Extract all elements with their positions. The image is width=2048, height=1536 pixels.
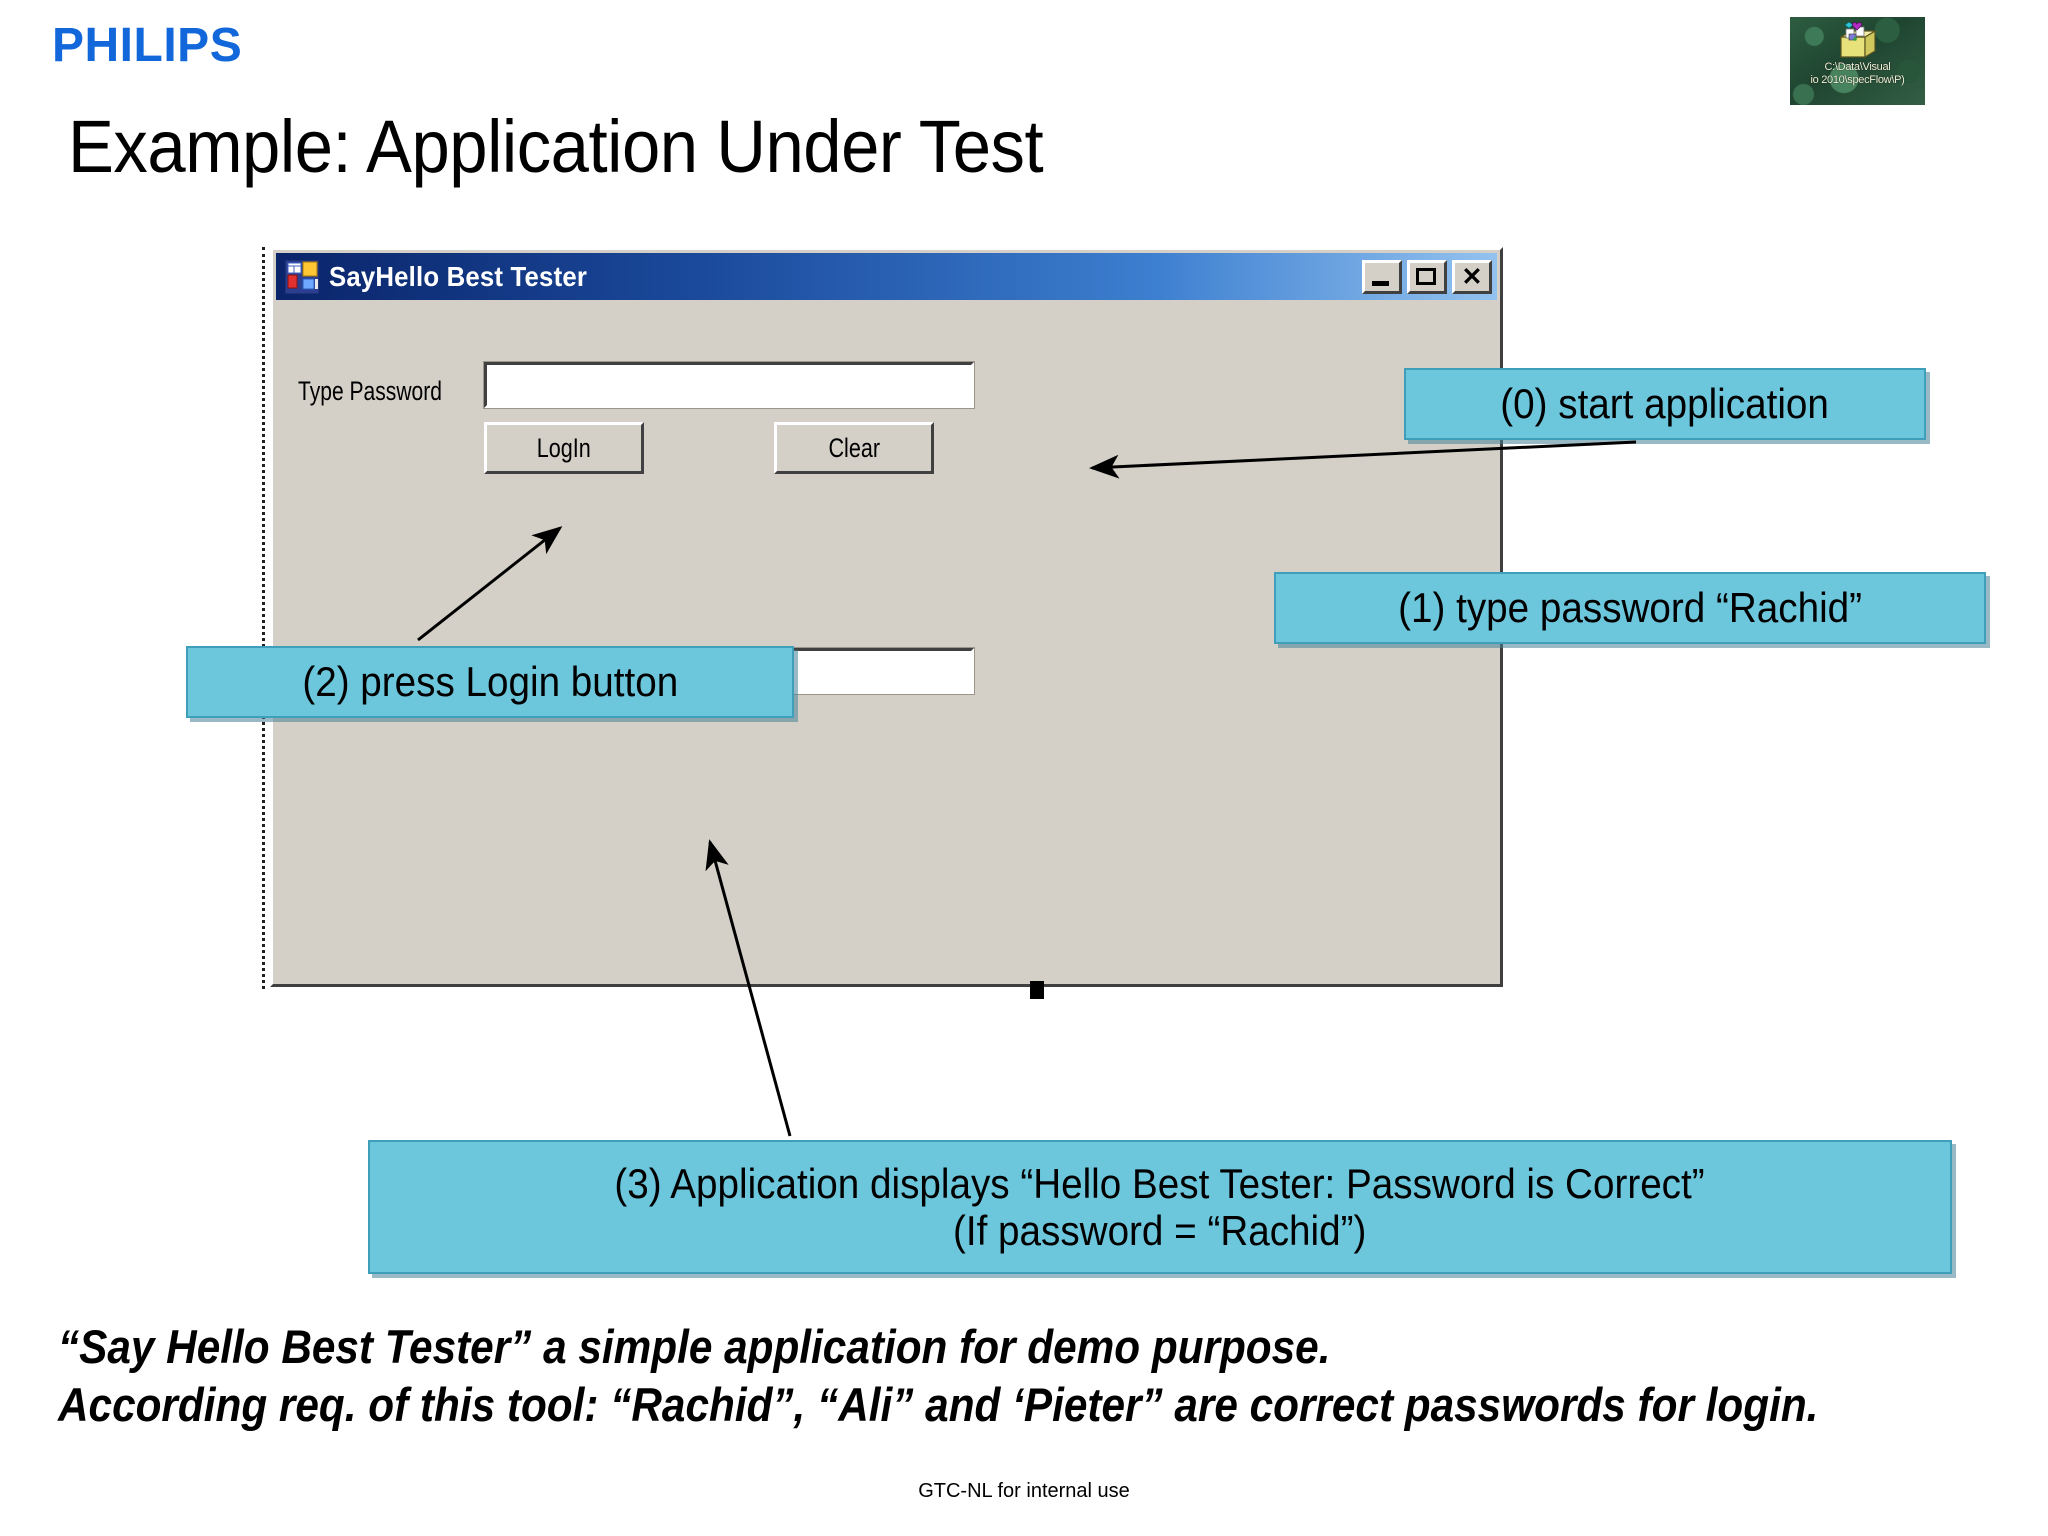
maximize-icon (1416, 267, 1436, 285)
desktop-thumbnail-label: C:\Data\Visual io 2010\specFlow\P) (1810, 61, 1905, 86)
clear-button[interactable]: Clear (774, 422, 934, 474)
desktop-screenshot-thumbnail: C:\Data\Visual io 2010\specFlow\P) (1790, 17, 1925, 105)
callout-step-3-line1: (3) Application displays “Hello Best Tes… (614, 1159, 1706, 1207)
callout-step-1: (1) type password “Rachid” (1274, 572, 1986, 644)
slide-notes: “Say Hello Best Tester” a simple applica… (58, 1318, 1819, 1434)
callout-step-1-text: (1) type password “Rachid” (1398, 584, 1862, 632)
callout-step-0-text: (0) start application (1500, 380, 1830, 428)
clear-button-label: Clear (828, 432, 880, 463)
app-window-icon (285, 259, 319, 294)
password-input[interactable] (483, 361, 975, 409)
password-field-label: Type Password (298, 376, 442, 406)
callout-step-2-text: (2) press Login button (302, 658, 678, 706)
window-title-bar[interactable]: SayHello Best Tester ✕ (276, 253, 1497, 300)
slide-notes-line1: “Say Hello Best Tester” a simple applica… (58, 1320, 1331, 1373)
maximize-button[interactable] (1407, 259, 1447, 294)
slide-footer: GTC-NL for internal use (918, 1480, 1130, 1502)
callout-step-0: (0) start application (1404, 368, 1926, 440)
close-icon: ✕ (1461, 262, 1483, 291)
minimize-icon (1372, 280, 1389, 286)
window-bottom-marker (1030, 981, 1044, 999)
slide-notes-line2: According req. of this tool: “Rachid”, “… (58, 1378, 1819, 1431)
callout-step-3: (3) Application displays “Hello Best Tes… (368, 1140, 1952, 1274)
callout-step-2: (2) press Login button (186, 646, 794, 718)
window-title: SayHello Best Tester (329, 260, 588, 292)
folder-with-items-icon (1838, 21, 1877, 59)
page-title: Example: Application Under Test (68, 105, 1044, 188)
login-button[interactable]: LogIn (484, 422, 644, 474)
close-button[interactable]: ✕ (1452, 259, 1492, 294)
callout-step-3-line2: (If password = “Rachid”) (953, 1207, 1367, 1254)
minimize-button[interactable] (1362, 259, 1402, 294)
login-button-label: LogIn (536, 432, 592, 463)
philips-logo: PHILIPS (52, 19, 243, 72)
